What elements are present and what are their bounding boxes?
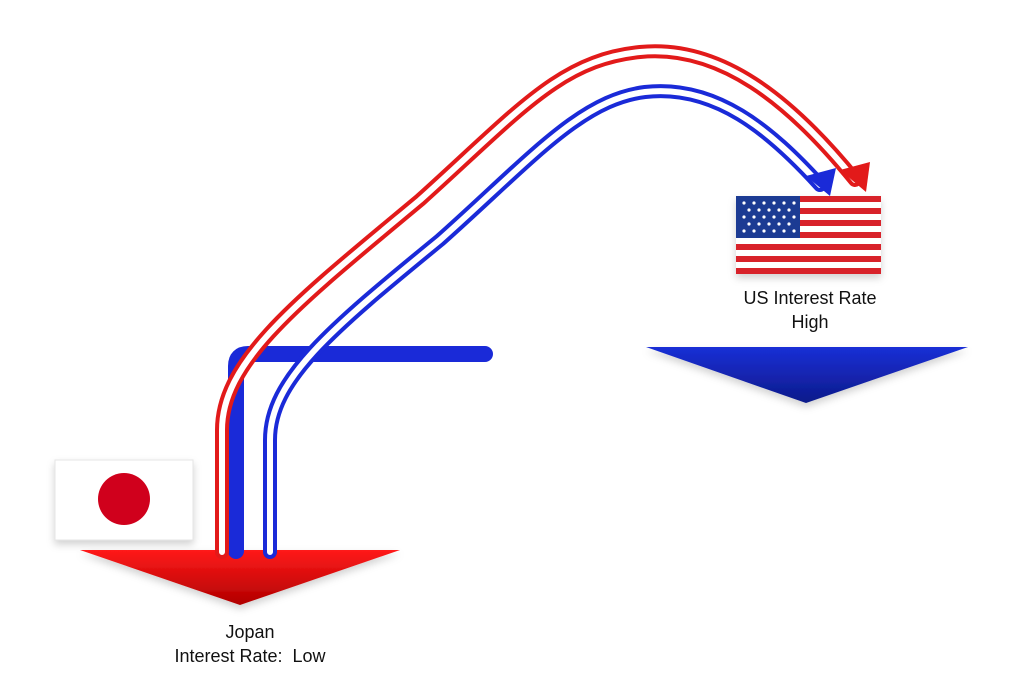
capital-flow-arrows <box>215 44 870 559</box>
us-rate-level: High <box>791 312 829 332</box>
us-platform <box>646 347 968 403</box>
us-flag-icon <box>736 196 881 274</box>
red-arrowhead-icon <box>840 162 870 192</box>
japan-platform <box>80 550 400 605</box>
japan-interest-rate-label: Jopan Interest Rate: Low <box>140 620 360 668</box>
japan-rate-title: Interest Rate: <box>174 646 283 666</box>
japan-rate-line: Interest Rate: Low <box>140 644 360 668</box>
japan-rate-level: Low <box>292 646 326 666</box>
japan-country-name: Jopan <box>225 622 275 642</box>
japan-flag-icon <box>54 459 194 541</box>
blue-arrowhead-icon <box>806 168 836 196</box>
us-rate-title: US Interest Rate <box>743 288 877 308</box>
us-interest-rate-label: US Interest Rate High <box>700 286 920 334</box>
